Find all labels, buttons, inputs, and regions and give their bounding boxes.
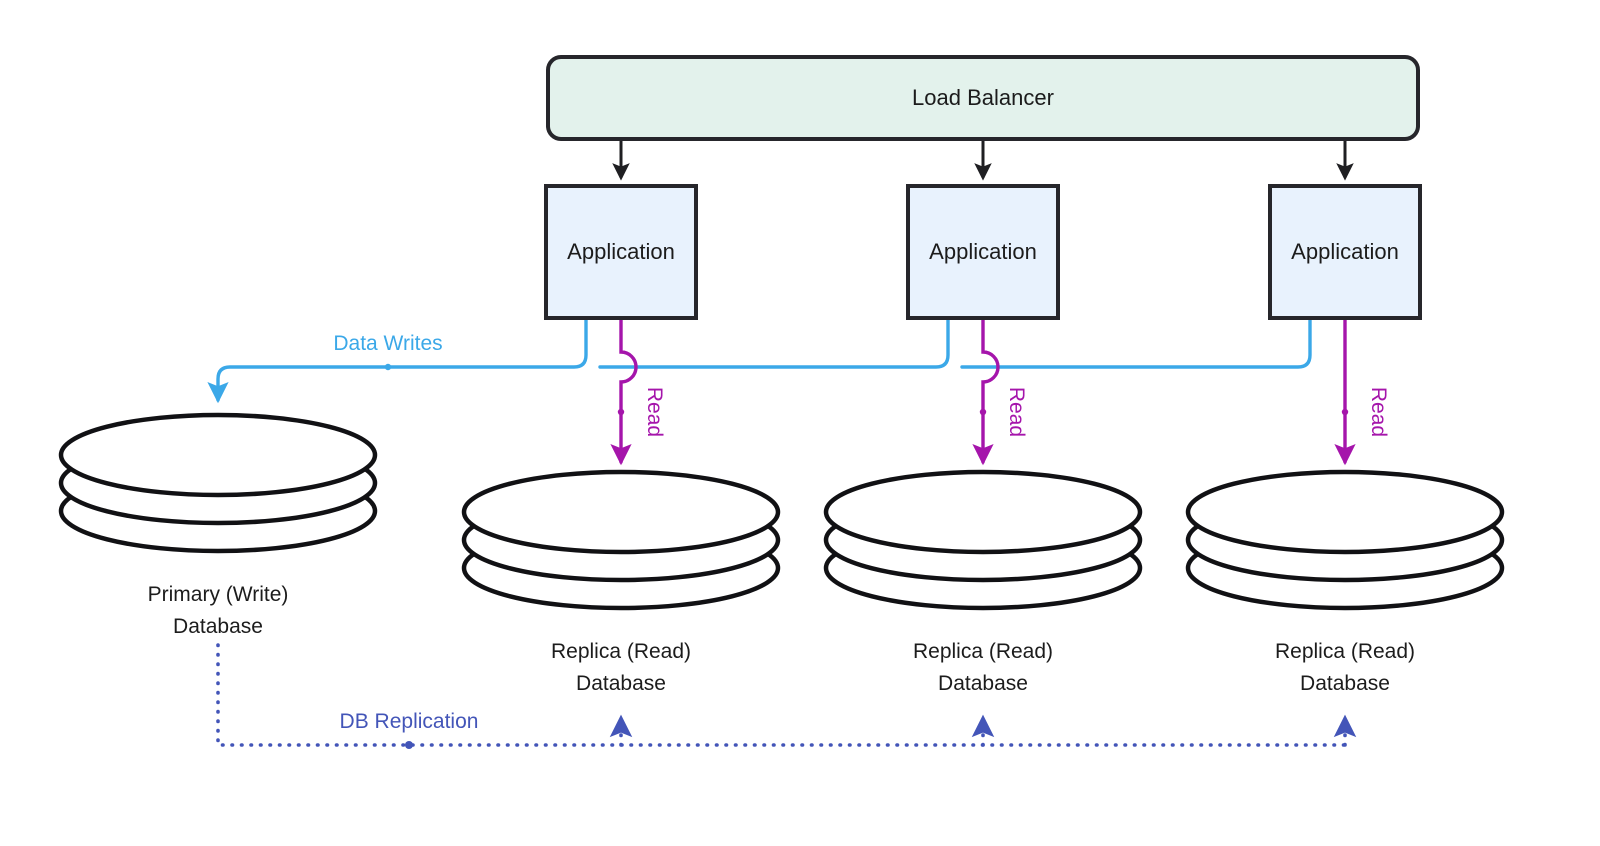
edge-waypoint-data-writes xyxy=(384,363,392,371)
replica-2-label-line1: Replica (Read) xyxy=(913,640,1053,663)
replica-3-cylinder[interactable] xyxy=(1185,469,1505,611)
edge-label-data-writes: Data Writes xyxy=(333,332,442,355)
edge-app1-write xyxy=(207,316,588,404)
edge-waypoint-read-1 xyxy=(617,408,625,416)
application-2-label: Application xyxy=(929,239,1037,264)
edge-label-db-replication: DB Replication xyxy=(340,710,479,733)
disk-platter-top xyxy=(461,469,781,555)
disk-platter-top xyxy=(823,469,1143,555)
application-2-box[interactable] xyxy=(906,184,1060,320)
primary-database-label-line2: Database xyxy=(173,615,263,638)
replica-1-label-line1: Replica (Read) xyxy=(551,640,691,663)
load-balancer-label: Load Balancer xyxy=(912,85,1054,110)
node-application-1[interactable]: Application xyxy=(544,184,698,320)
primary-database-label-line1: Primary (Write) xyxy=(148,583,289,606)
node-primary-database[interactable]: Primary (Write) Database xyxy=(58,412,378,638)
edge-app2-read xyxy=(972,316,1000,466)
disk-platter-top xyxy=(58,412,378,498)
node-replica-database-1[interactable]: Replica (Read) Database xyxy=(461,469,781,695)
replica-3-label-line2: Database xyxy=(1300,672,1390,695)
node-application-2[interactable]: Application xyxy=(906,184,1060,320)
edge-group-data-writes: Data Writes xyxy=(207,316,1312,404)
primary-database-cylinder[interactable] xyxy=(58,412,378,554)
replica-1-cylinder[interactable] xyxy=(461,469,781,611)
edge-app1-read xyxy=(610,316,638,466)
edge-label-read-2: Read xyxy=(1005,387,1028,437)
application-1-label: Application xyxy=(567,239,675,264)
replica-3-label-line1: Replica (Read) xyxy=(1275,640,1415,663)
edge-label-read-3: Read xyxy=(1367,387,1390,437)
edge-app2-write xyxy=(598,316,950,369)
edge-group-lb-to-apps xyxy=(612,139,1354,181)
edge-group-reads: Read Read Read xyxy=(610,316,1390,466)
node-replica-database-3[interactable]: Replica (Read) Database xyxy=(1185,469,1505,695)
node-replica-database-2[interactable]: Replica (Read) Database xyxy=(823,469,1143,695)
replica-2-cylinder[interactable] xyxy=(823,469,1143,611)
edge-waypoint-read-2 xyxy=(979,408,987,416)
node-load-balancer[interactable]: Load Balancer xyxy=(546,55,1420,141)
disk-platter-top xyxy=(1185,469,1505,555)
edge-group-db-replication: DB Replication xyxy=(216,643,1357,749)
replica-1-label-line2: Database xyxy=(576,672,666,695)
replica-2-label-line2: Database xyxy=(938,672,1028,695)
edge-app3-write xyxy=(960,316,1312,369)
load-balancer-box[interactable] xyxy=(546,55,1420,141)
application-3-label: Application xyxy=(1291,239,1399,264)
edge-waypoint-db-replication xyxy=(405,741,413,749)
edge-waypoint-read-3 xyxy=(1341,408,1349,416)
application-3-box[interactable] xyxy=(1268,184,1422,320)
edge-label-read-1: Read xyxy=(643,387,666,437)
application-1-box[interactable] xyxy=(544,184,698,320)
node-application-3[interactable]: Application xyxy=(1268,184,1422,320)
